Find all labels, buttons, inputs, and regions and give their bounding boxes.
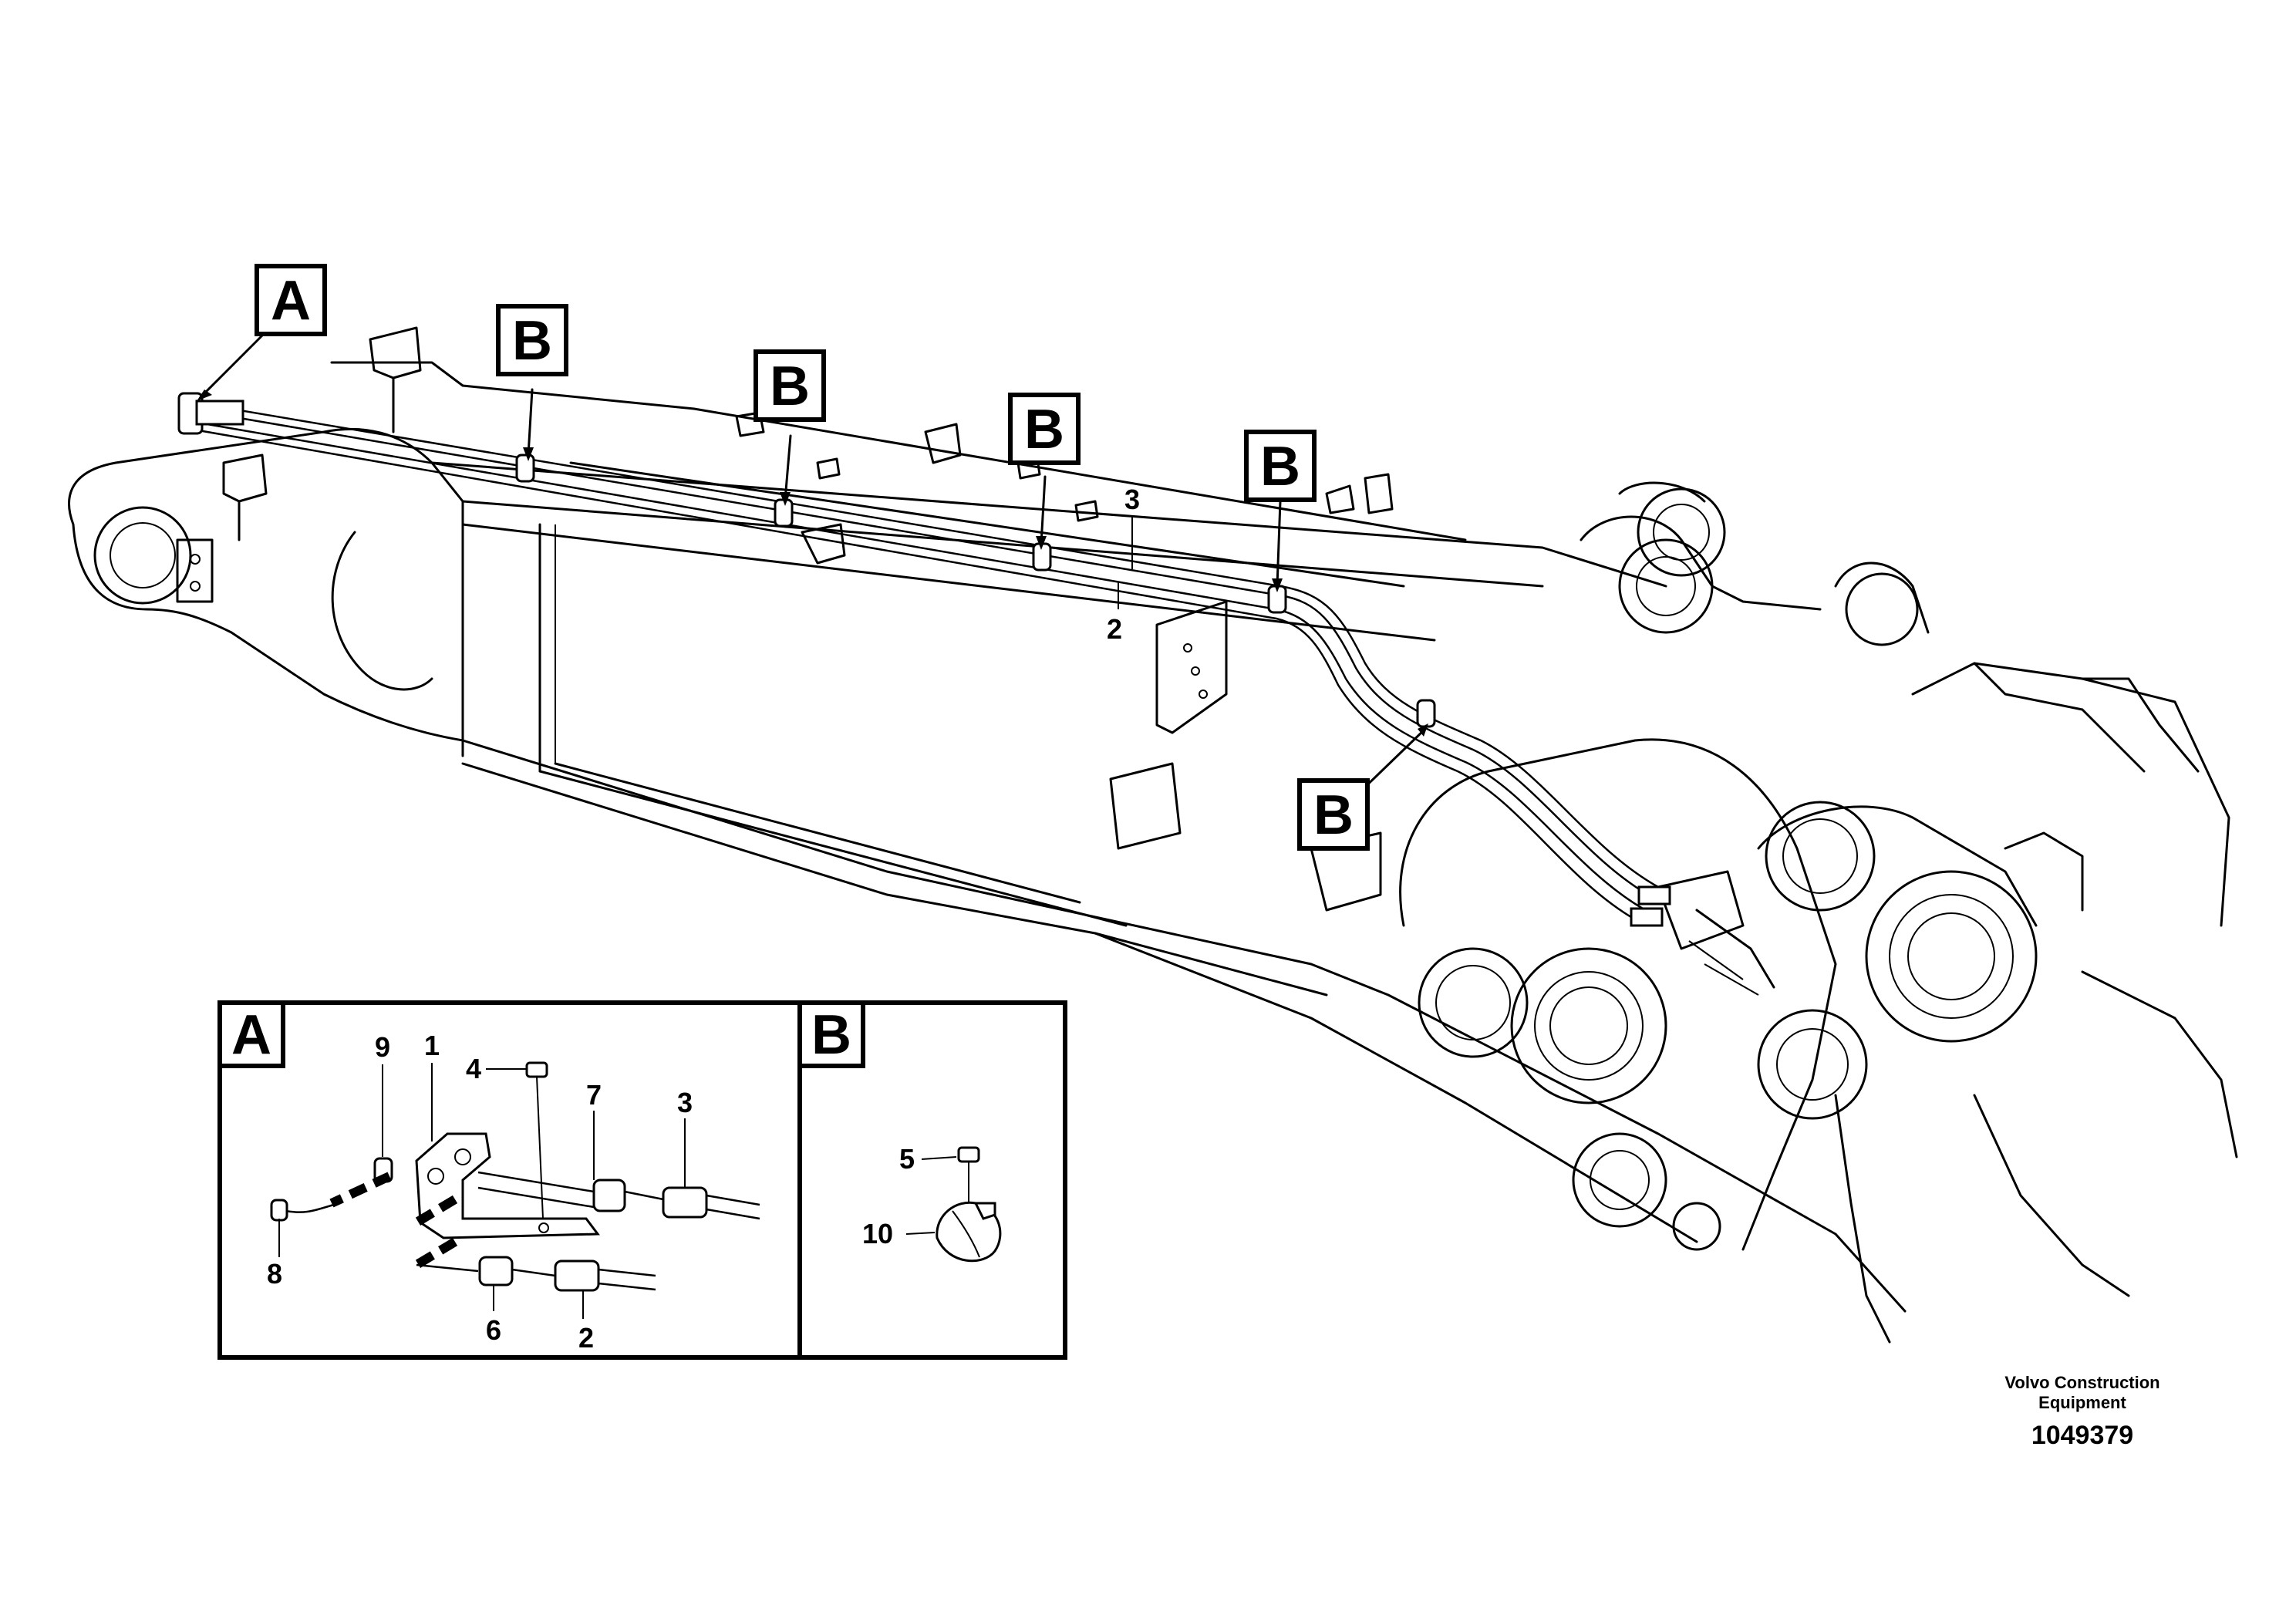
boom-structure — [68, 326, 2238, 1344]
detail-a-item-2: 2 — [578, 1322, 594, 1354]
callout-b-4: B — [1244, 430, 1317, 502]
hose-assembly — [177, 392, 1671, 927]
svg-text:A: A — [231, 1004, 271, 1066]
detail-a-item-4: 4 — [466, 1053, 481, 1084]
detail-panel-b: B 5 10 — [797, 1000, 1067, 1360]
detail-a-item-8: 8 — [267, 1258, 282, 1290]
svg-text:B: B — [1024, 399, 1064, 460]
detail-a-item-7: 7 — [586, 1079, 602, 1111]
detail-a-item-1: 1 — [424, 1030, 440, 1061]
detail-panel-a: A — [217, 1000, 802, 1360]
svg-text:B: B — [1313, 784, 1354, 846]
svg-text:B: B — [770, 356, 810, 417]
callout-b-5: B — [1297, 778, 1370, 851]
detail-a-item-6: 6 — [486, 1314, 501, 1346]
item-number-3: 3 — [1124, 484, 1140, 515]
detail-b-item-10: 10 — [862, 1218, 893, 1249]
detail-a-item-9: 9 — [375, 1031, 390, 1063]
detail-a-item-3: 3 — [677, 1087, 693, 1118]
company-name-line2: Equipment — [2038, 1393, 2126, 1412]
svg-text:B: B — [811, 1004, 851, 1066]
company-name-line1: Volvo Construction — [2004, 1373, 2159, 1392]
detail-b-item-5: 5 — [899, 1143, 915, 1175]
footer-caption: Volvo Construction Equipment 1049379 — [2004, 1373, 2159, 1450]
item-number-2: 2 — [1107, 613, 1122, 645]
image-number: 1049379 — [2031, 1421, 2133, 1450]
callout-a: A — [255, 264, 327, 336]
svg-text:B: B — [512, 310, 552, 372]
svg-text:B: B — [1260, 436, 1300, 497]
callout-b-1: B — [496, 304, 568, 376]
callout-b-2: B — [754, 349, 826, 422]
callout-b-3: B — [1008, 393, 1081, 465]
svg-text:A: A — [271, 270, 311, 332]
